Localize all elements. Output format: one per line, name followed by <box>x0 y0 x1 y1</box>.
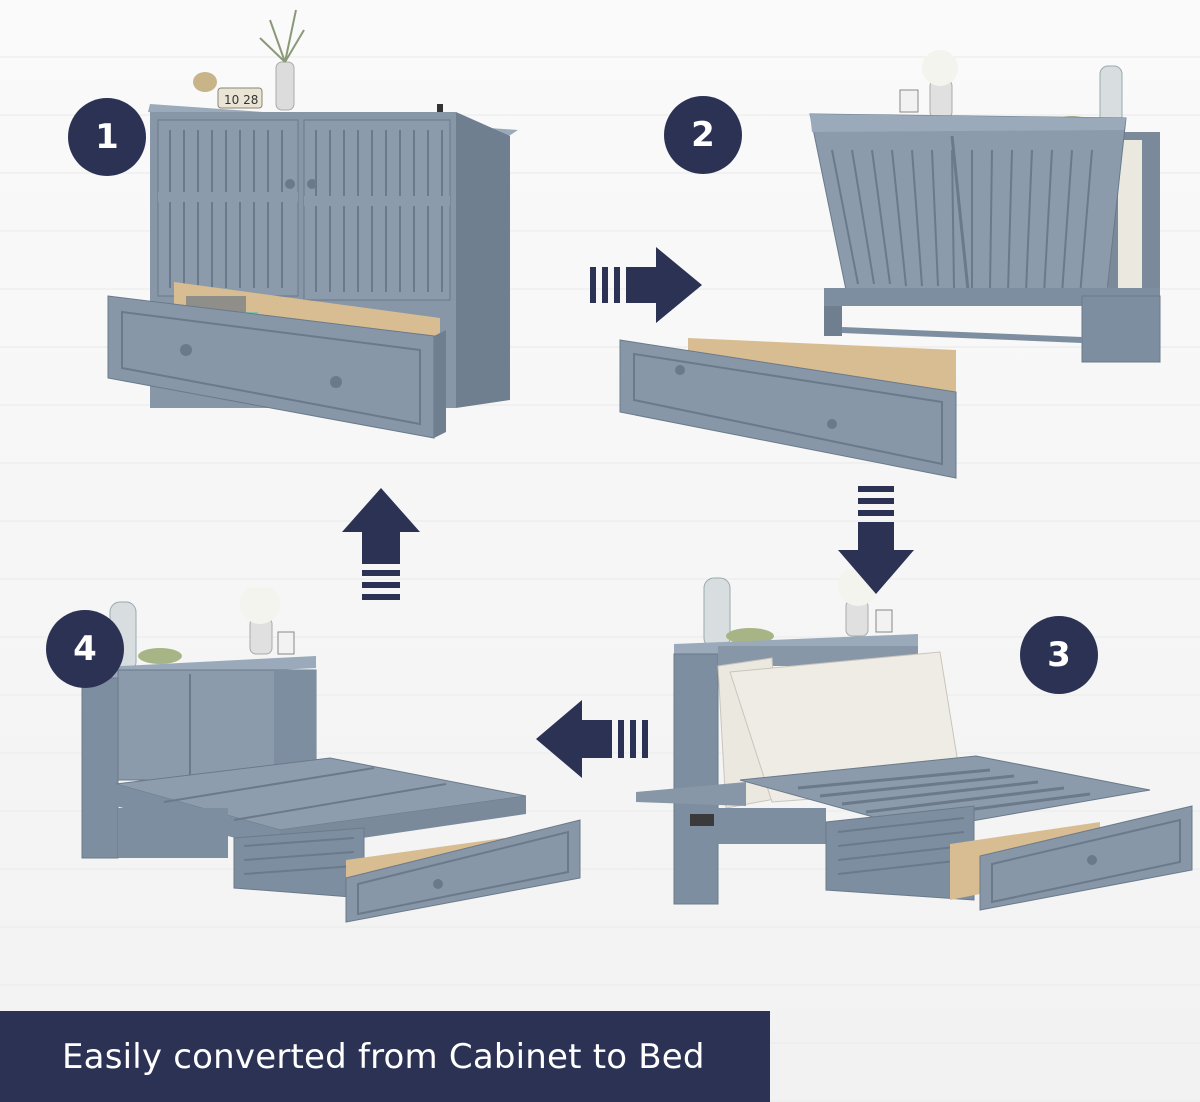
step-4-badge: 4 <box>46 610 124 688</box>
step-1-number: 1 <box>95 117 119 157</box>
arrow-down-icon <box>836 486 916 600</box>
clock-readout: 10 28 <box>224 93 258 107</box>
arrow-right-icon <box>590 245 706 329</box>
bed-open-icon <box>81 584 581 923</box>
arrow-up-icon <box>340 486 422 606</box>
step-2-badge: 2 <box>664 96 742 174</box>
step-4-bed-image <box>74 584 584 923</box>
step-2-number: 2 <box>691 115 715 155</box>
caption-text: Easily converted from Cabinet to Bed <box>62 1036 705 1077</box>
step-3-bed-image <box>630 566 1200 920</box>
bed-unfolding-icon <box>636 566 1193 911</box>
cabinet-closed-icon: 10 28 <box>107 9 518 439</box>
caption-banner: Easily converted from Cabinet to Bed <box>0 1011 770 1102</box>
step-1-badge: 1 <box>68 98 146 176</box>
step-1-cabinet-image: 10 28 <box>100 0 530 445</box>
arrow-left-icon <box>532 698 648 784</box>
step-3-number: 3 <box>1047 635 1071 675</box>
step-4-number: 4 <box>73 629 97 669</box>
step-2-cabinet-image <box>612 40 1172 480</box>
cabinet-tilt-icon <box>619 50 1161 479</box>
step-3-badge: 3 <box>1020 616 1098 694</box>
